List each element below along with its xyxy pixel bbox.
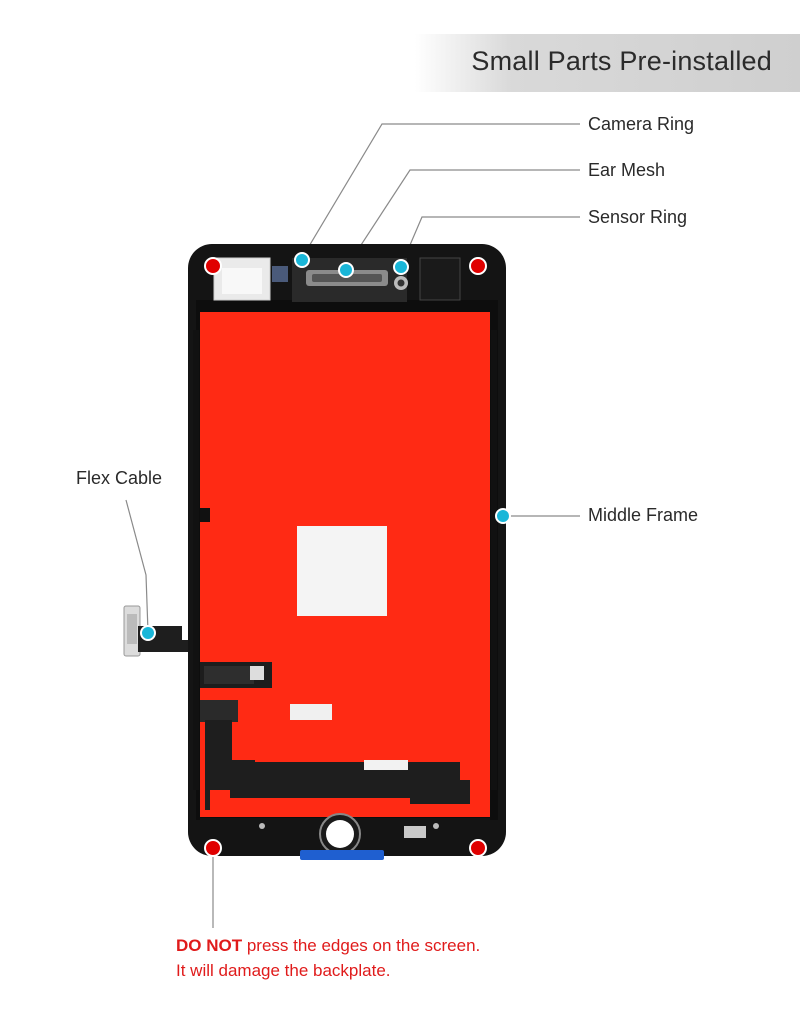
leader-lines [125, 123, 580, 928]
camera-ring-marker [294, 252, 310, 268]
ear-mesh-marker [338, 262, 354, 278]
corner-marker-bottom-right [469, 839, 487, 857]
component-markers [140, 252, 511, 641]
bottom-bezel [200, 813, 490, 860]
center-label [297, 526, 387, 616]
warning-line-1: DO NOT press the edges on the screen. [176, 933, 480, 958]
flex-cable-marker [140, 625, 156, 641]
warning-line-1-text: press the edges on the screen. [242, 936, 481, 955]
warning-line-2: It will damage the backplate. [176, 961, 391, 980]
top-earpiece-assembly [213, 257, 461, 302]
middle-frame-label: Middle Frame [588, 505, 699, 525]
camera-ring-leader [301, 123, 580, 259]
flex-cable-leader [125, 499, 149, 633]
corner-marker-bottom-left [204, 839, 222, 857]
bottom-flex-assembly [200, 662, 470, 810]
page-title: Small Parts Pre-installed [471, 46, 772, 76]
middle-frame-marker [495, 508, 511, 524]
sensor-ring-label: Sensor Ring [588, 207, 688, 227]
header-banner [415, 34, 800, 92]
flex-cable-label: Flex Cable [76, 468, 163, 488]
ear-mesh-leader [345, 169, 580, 269]
edge-warning-note: DO NOT press the edges on the screen. It… [176, 933, 480, 983]
sensor-ring-marker [393, 259, 409, 275]
camera-ring-label: Camera Ring [588, 114, 695, 134]
ear-mesh-label: Ear Mesh [588, 160, 666, 180]
corner-marker-top-right [469, 257, 487, 275]
frame-clips [193, 330, 497, 790]
warning-emphasis: DO NOT [176, 936, 243, 955]
edge-warning-markers [204, 257, 487, 857]
corner-marker-top-left [204, 257, 222, 275]
